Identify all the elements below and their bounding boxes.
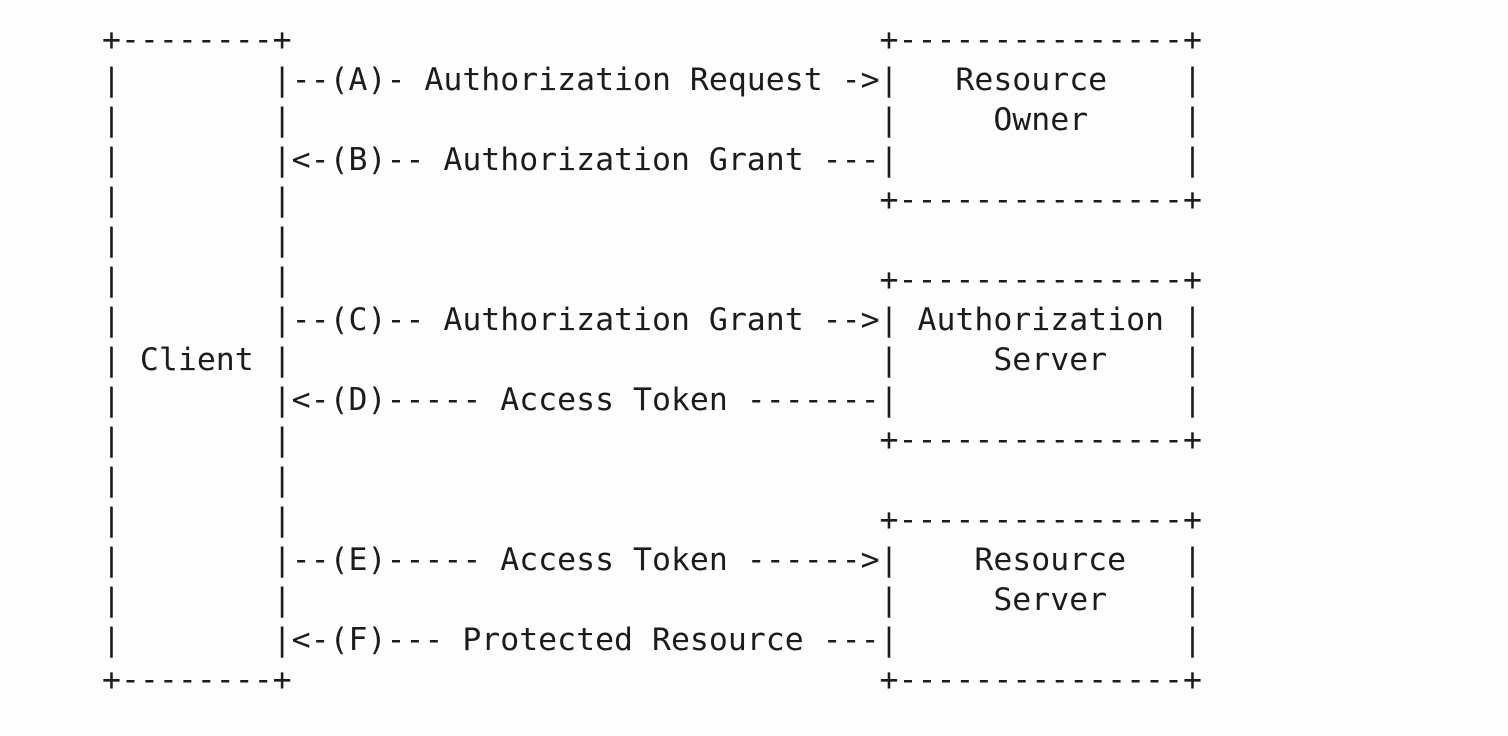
diagram-line-flow-d-access-token: | |<-(D)----- Access Token -------| | [102, 382, 1202, 418]
diagram-line-resource-owner-box-bottom: | | +---------------+ [102, 182, 1202, 218]
diagram-line-client-and-server-labels: | Client | | Server | [102, 342, 1202, 378]
diagram-line-resource-server-label: | | | Server | [102, 582, 1202, 618]
diagram-line-flow-e-access-token: | |--(E)----- Access Token ------>| Reso… [102, 542, 1202, 578]
diagram-line-spacer-2: | | [102, 462, 292, 498]
diagram-line-resource-owner-label: | | | Owner | [102, 102, 1202, 138]
diagram-line-authorization-server-box-top: | | +---------------+ [102, 262, 1202, 298]
diagram-line-flow-b-authorization-grant: | |<-(B)-- Authorization Grant ---| | [102, 142, 1202, 178]
diagram-line-flow-f-protected-resource: | |<-(F)--- Protected Resource ---| | [102, 622, 1202, 658]
diagram-line-resource-server-box-top: | | +---------------+ [102, 502, 1202, 538]
diagram-line-authorization-server-box-bottom: | | +---------------+ [102, 422, 1202, 458]
diagram-line-spacer-1: | | [102, 222, 292, 258]
oauth-flow-diagram: +--------+ +---------------+ | |--(A)- Au… [102, 20, 1202, 700]
diagram-line-client-box-top-edge: +--------+ +---------------+ [102, 22, 1202, 58]
diagram-line-flow-c-authorization-grant: | |--(C)-- Authorization Grant -->| Auth… [102, 302, 1202, 338]
diagram-line-box-bottom-edges: +--------+ +---------------+ [102, 662, 1202, 698]
diagram-line-flow-a-authorization-request: | |--(A)- Authorization Request ->| Reso… [102, 62, 1202, 98]
